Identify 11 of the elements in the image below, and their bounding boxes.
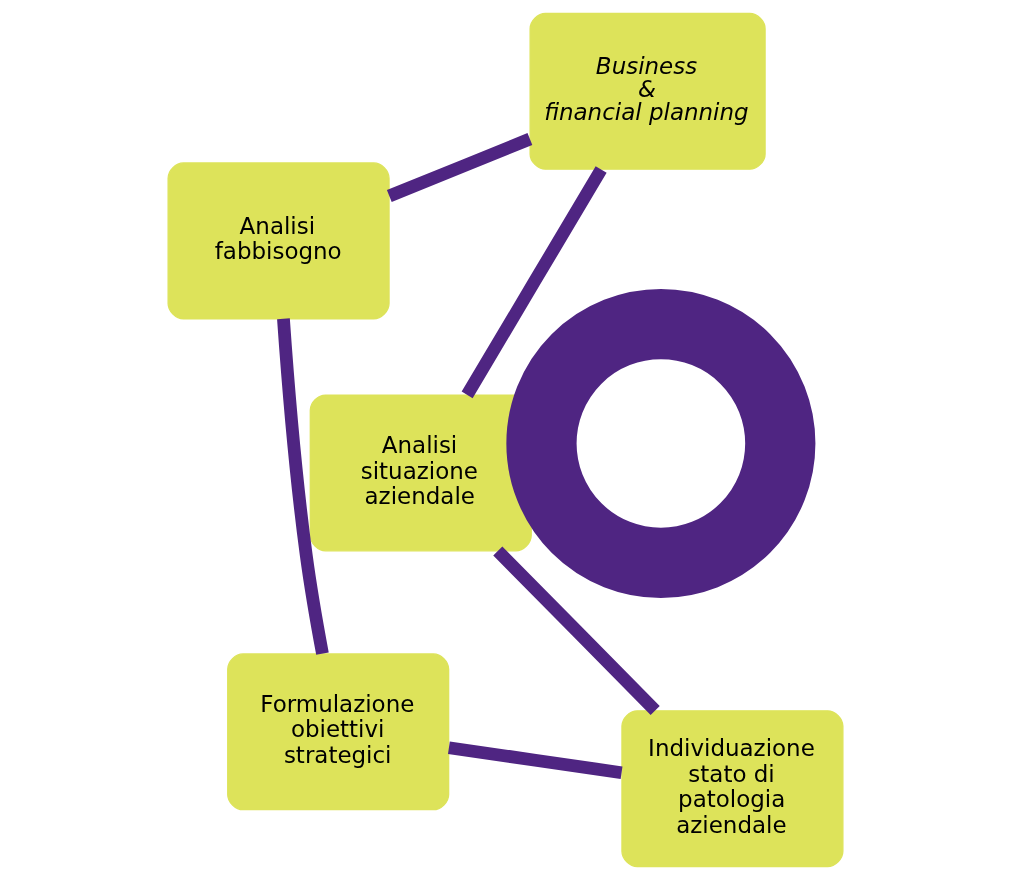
node-box: Individuazione stato di patologia aziendale [620,710,844,868]
node-box: Business & financial planning [528,12,766,170]
node-circle [505,288,815,598]
connector [276,318,329,655]
connector [386,133,532,202]
connector [492,546,660,715]
connector [461,166,607,399]
node-box: Analisi situazione aziendale [309,394,532,552]
node-box: Formulazione obiettivi strategici [226,653,449,811]
connector [447,741,622,780]
node-box: Analisi fabbisogno [166,162,390,320]
